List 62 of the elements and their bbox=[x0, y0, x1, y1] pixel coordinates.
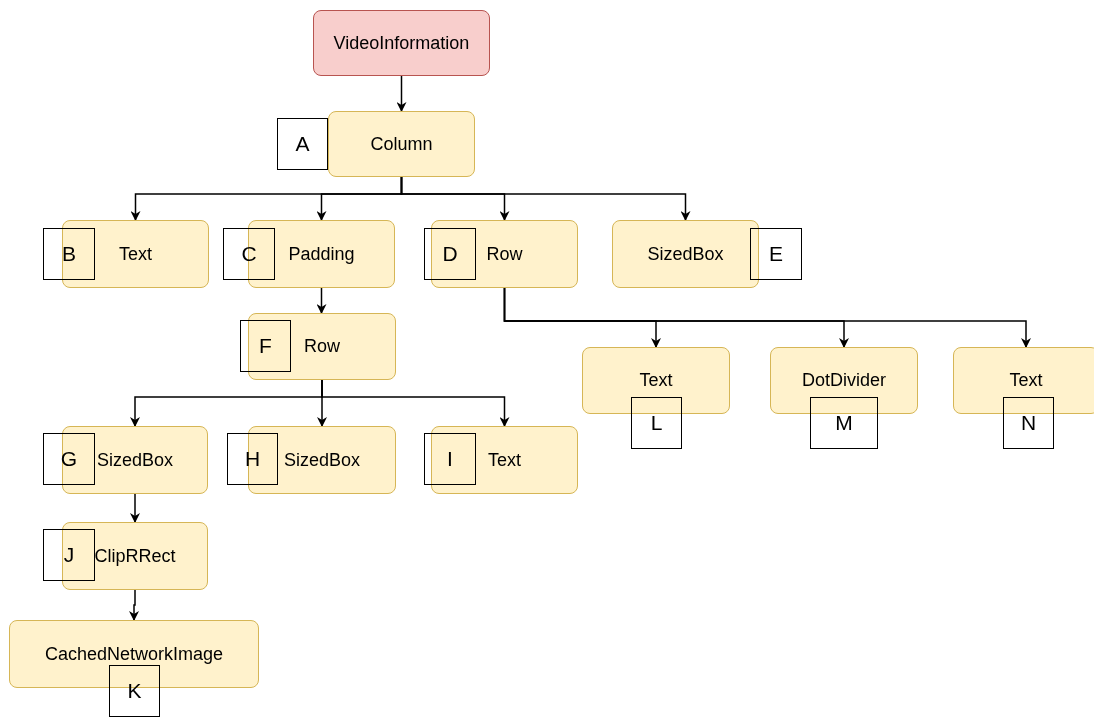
widget-box bbox=[313, 10, 490, 76]
widget-box bbox=[431, 220, 578, 288]
node-label: N bbox=[1020, 410, 1037, 437]
widget-box bbox=[62, 426, 208, 494]
letter-marker bbox=[424, 433, 476, 485]
letter-marker bbox=[750, 228, 802, 280]
letter-marker bbox=[424, 228, 476, 280]
letter-marker bbox=[240, 320, 291, 372]
node-label: I bbox=[447, 446, 453, 473]
arrow bbox=[316, 287, 327, 314]
widget-box bbox=[953, 347, 1094, 414]
node-label: B bbox=[62, 241, 76, 268]
arrow bbox=[503, 287, 1031, 348]
node-label: F bbox=[259, 333, 272, 360]
letter-marker bbox=[43, 228, 95, 280]
node-label: DotDivider bbox=[802, 369, 886, 392]
node-label: G bbox=[60, 446, 78, 473]
arrow bbox=[129, 589, 139, 621]
node-label: C bbox=[241, 241, 257, 268]
letter-marker bbox=[1003, 397, 1054, 449]
node-label: L bbox=[650, 410, 663, 437]
node-label: SizedBox bbox=[647, 242, 724, 266]
letter-marker bbox=[43, 433, 95, 485]
widget-box bbox=[248, 313, 396, 380]
widget-box bbox=[612, 220, 759, 288]
node-label: SizedBox bbox=[96, 448, 173, 472]
arrow bbox=[321, 379, 510, 427]
node-label: D bbox=[442, 241, 458, 268]
node-label: Text bbox=[1009, 369, 1043, 392]
node-label: J bbox=[63, 542, 75, 569]
node-label: VideoInformation bbox=[333, 31, 470, 55]
letter-marker bbox=[277, 118, 328, 170]
node-label: E bbox=[769, 241, 783, 268]
node-label: Row bbox=[486, 242, 523, 266]
node-label: Text bbox=[488, 448, 521, 472]
node-label: Padding bbox=[288, 242, 355, 266]
arrow bbox=[130, 493, 140, 523]
letter-marker bbox=[227, 433, 278, 485]
widget-box bbox=[770, 347, 918, 414]
node-label: CachedNetworkImage bbox=[44, 642, 224, 666]
letter-marker bbox=[810, 397, 878, 449]
widget-box bbox=[328, 111, 475, 177]
letter-marker bbox=[631, 397, 682, 449]
widget-box bbox=[62, 220, 209, 288]
widget-box bbox=[248, 426, 396, 494]
node-label: A bbox=[295, 131, 310, 158]
widget-box bbox=[582, 347, 730, 414]
node-label: Text bbox=[639, 369, 673, 392]
widget-box bbox=[62, 522, 208, 590]
widget-box bbox=[431, 426, 578, 494]
arrow bbox=[396, 75, 407, 112]
letter-marker bbox=[43, 529, 95, 581]
node-label: ClipRRect bbox=[94, 544, 176, 568]
letter-marker bbox=[109, 665, 160, 717]
arrow bbox=[400, 176, 691, 221]
node-label: M bbox=[835, 410, 853, 437]
letter-marker bbox=[223, 228, 275, 280]
node-label: Row bbox=[304, 335, 340, 358]
node-label: H bbox=[244, 446, 261, 473]
node-label: SizedBox bbox=[283, 448, 360, 472]
node-label: Text bbox=[119, 242, 152, 266]
node-label: Column bbox=[370, 132, 433, 156]
